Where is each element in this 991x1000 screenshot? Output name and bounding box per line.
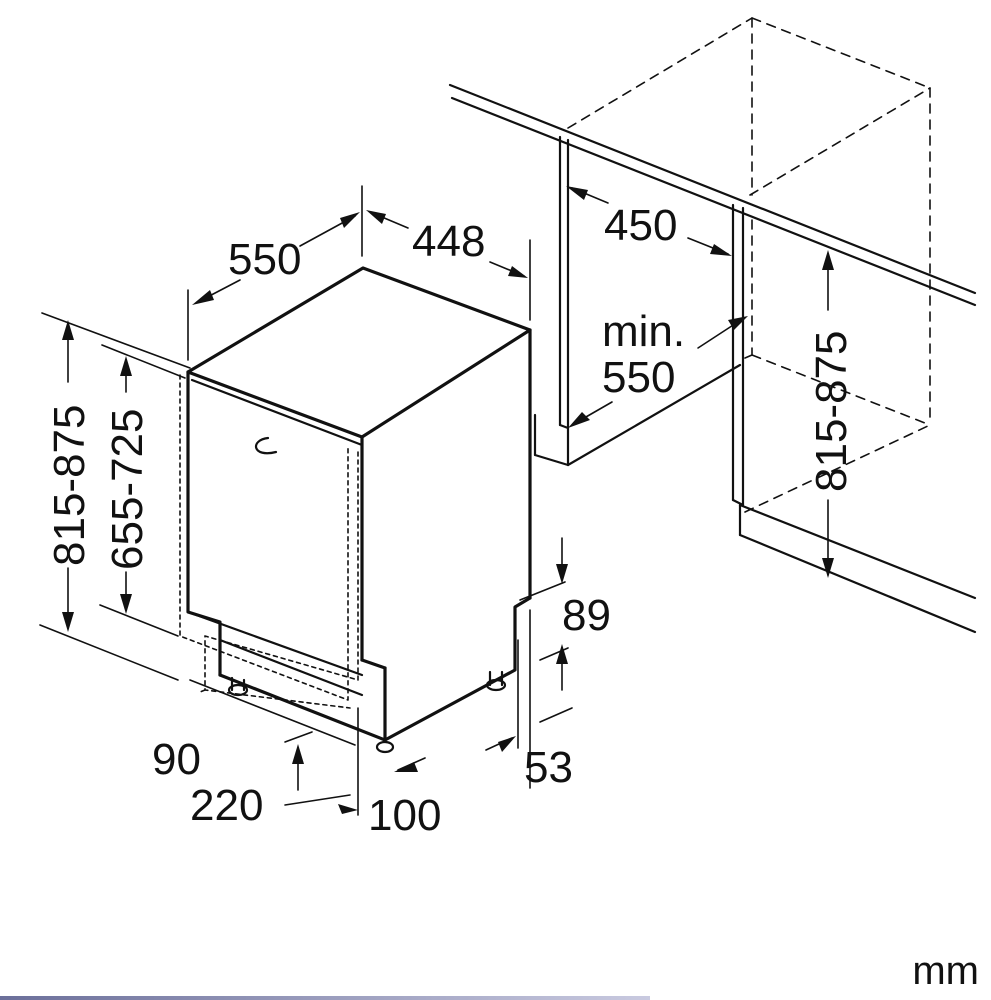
body-height-label: 655-725	[103, 409, 152, 570]
niche-depth-min-label: min.	[602, 307, 685, 356]
unit-label: mm	[912, 949, 979, 993]
plinth-depth-label: 220	[190, 781, 263, 830]
niche-width-label: 450	[604, 201, 677, 250]
width-label: 448	[412, 217, 485, 266]
door-gap-label: 90	[152, 735, 201, 784]
kitchen-cabinet-outline	[448, 17, 977, 634]
niche-depth-value-label: 550	[602, 353, 675, 402]
foot-offset-label: 100	[368, 791, 441, 840]
dimension-lines	[39, 185, 829, 816]
plinth-lower-label: 53	[524, 743, 573, 792]
total-height-label: 815-875	[45, 405, 94, 566]
plinth-upper-label: 89	[562, 591, 611, 640]
niche-height-label: 815-875	[807, 331, 856, 492]
bottom-band	[0, 996, 650, 1000]
depth-label: 550	[228, 235, 301, 284]
dimension-arrows	[62, 186, 834, 814]
dishwasher-body	[179, 266, 532, 754]
